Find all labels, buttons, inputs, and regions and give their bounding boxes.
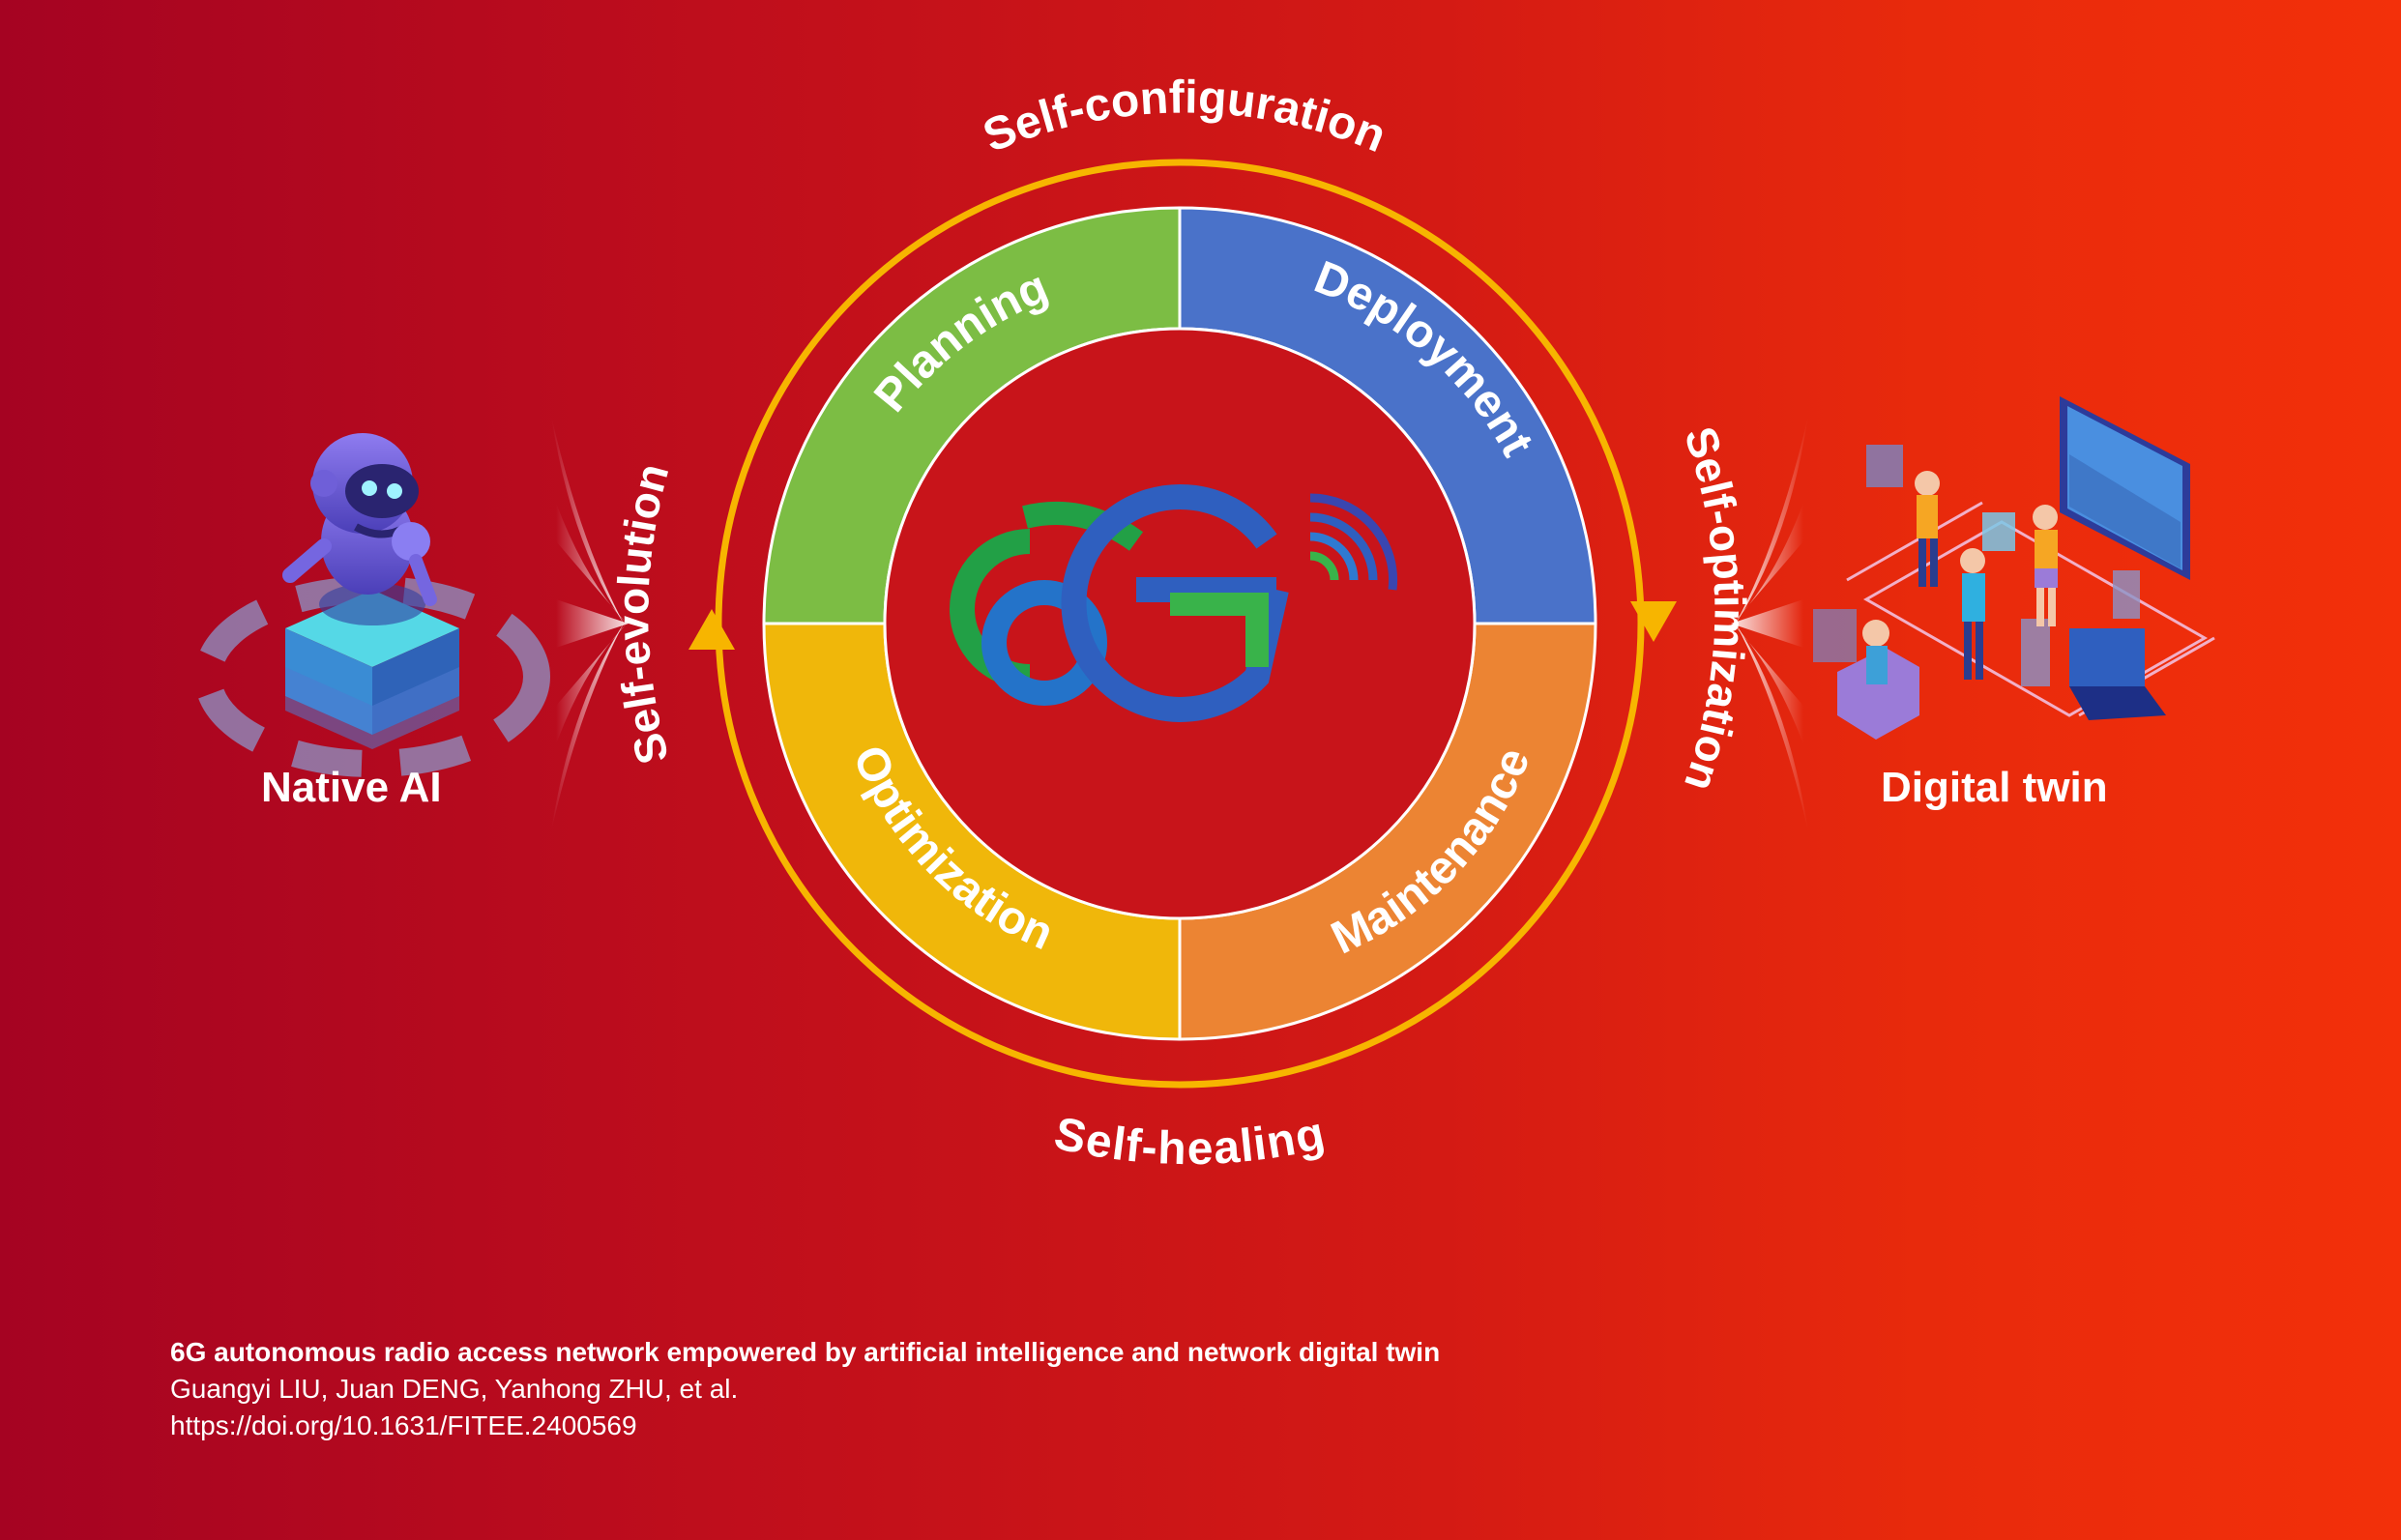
self-configuration-label: Self-configuration	[977, 72, 1393, 162]
caption-authors: Guangyi LIU, Juan DENG, Yanhong ZHU, et …	[170, 1374, 739, 1404]
6g-logo	[950, 483, 1398, 722]
robot-ai-icon	[194, 433, 550, 777]
caption: 6G autonomous radio access network empow…	[170, 1334, 1440, 1444]
digital-twin-label: Digital twin	[1881, 764, 2108, 811]
lifecycle-donut	[762, 206, 1597, 1041]
donut-center	[883, 327, 1477, 920]
up-arrow-icon	[688, 609, 735, 650]
caption-title: 6G autonomous radio access network empow…	[170, 1337, 1441, 1367]
digital-twin-scene-icon	[1813, 396, 2215, 740]
caption-doi-link[interactable]: https://doi.org/10.1631/FITEE.2400569	[170, 1410, 637, 1440]
native-ai-label: Native AI	[261, 764, 442, 811]
self-healing-label: Self-healing	[1050, 1108, 1330, 1175]
down-arrow-icon	[1630, 601, 1677, 642]
right-converging-arrow-icon	[1731, 416, 1808, 831]
left-converging-arrow-icon	[551, 416, 629, 831]
